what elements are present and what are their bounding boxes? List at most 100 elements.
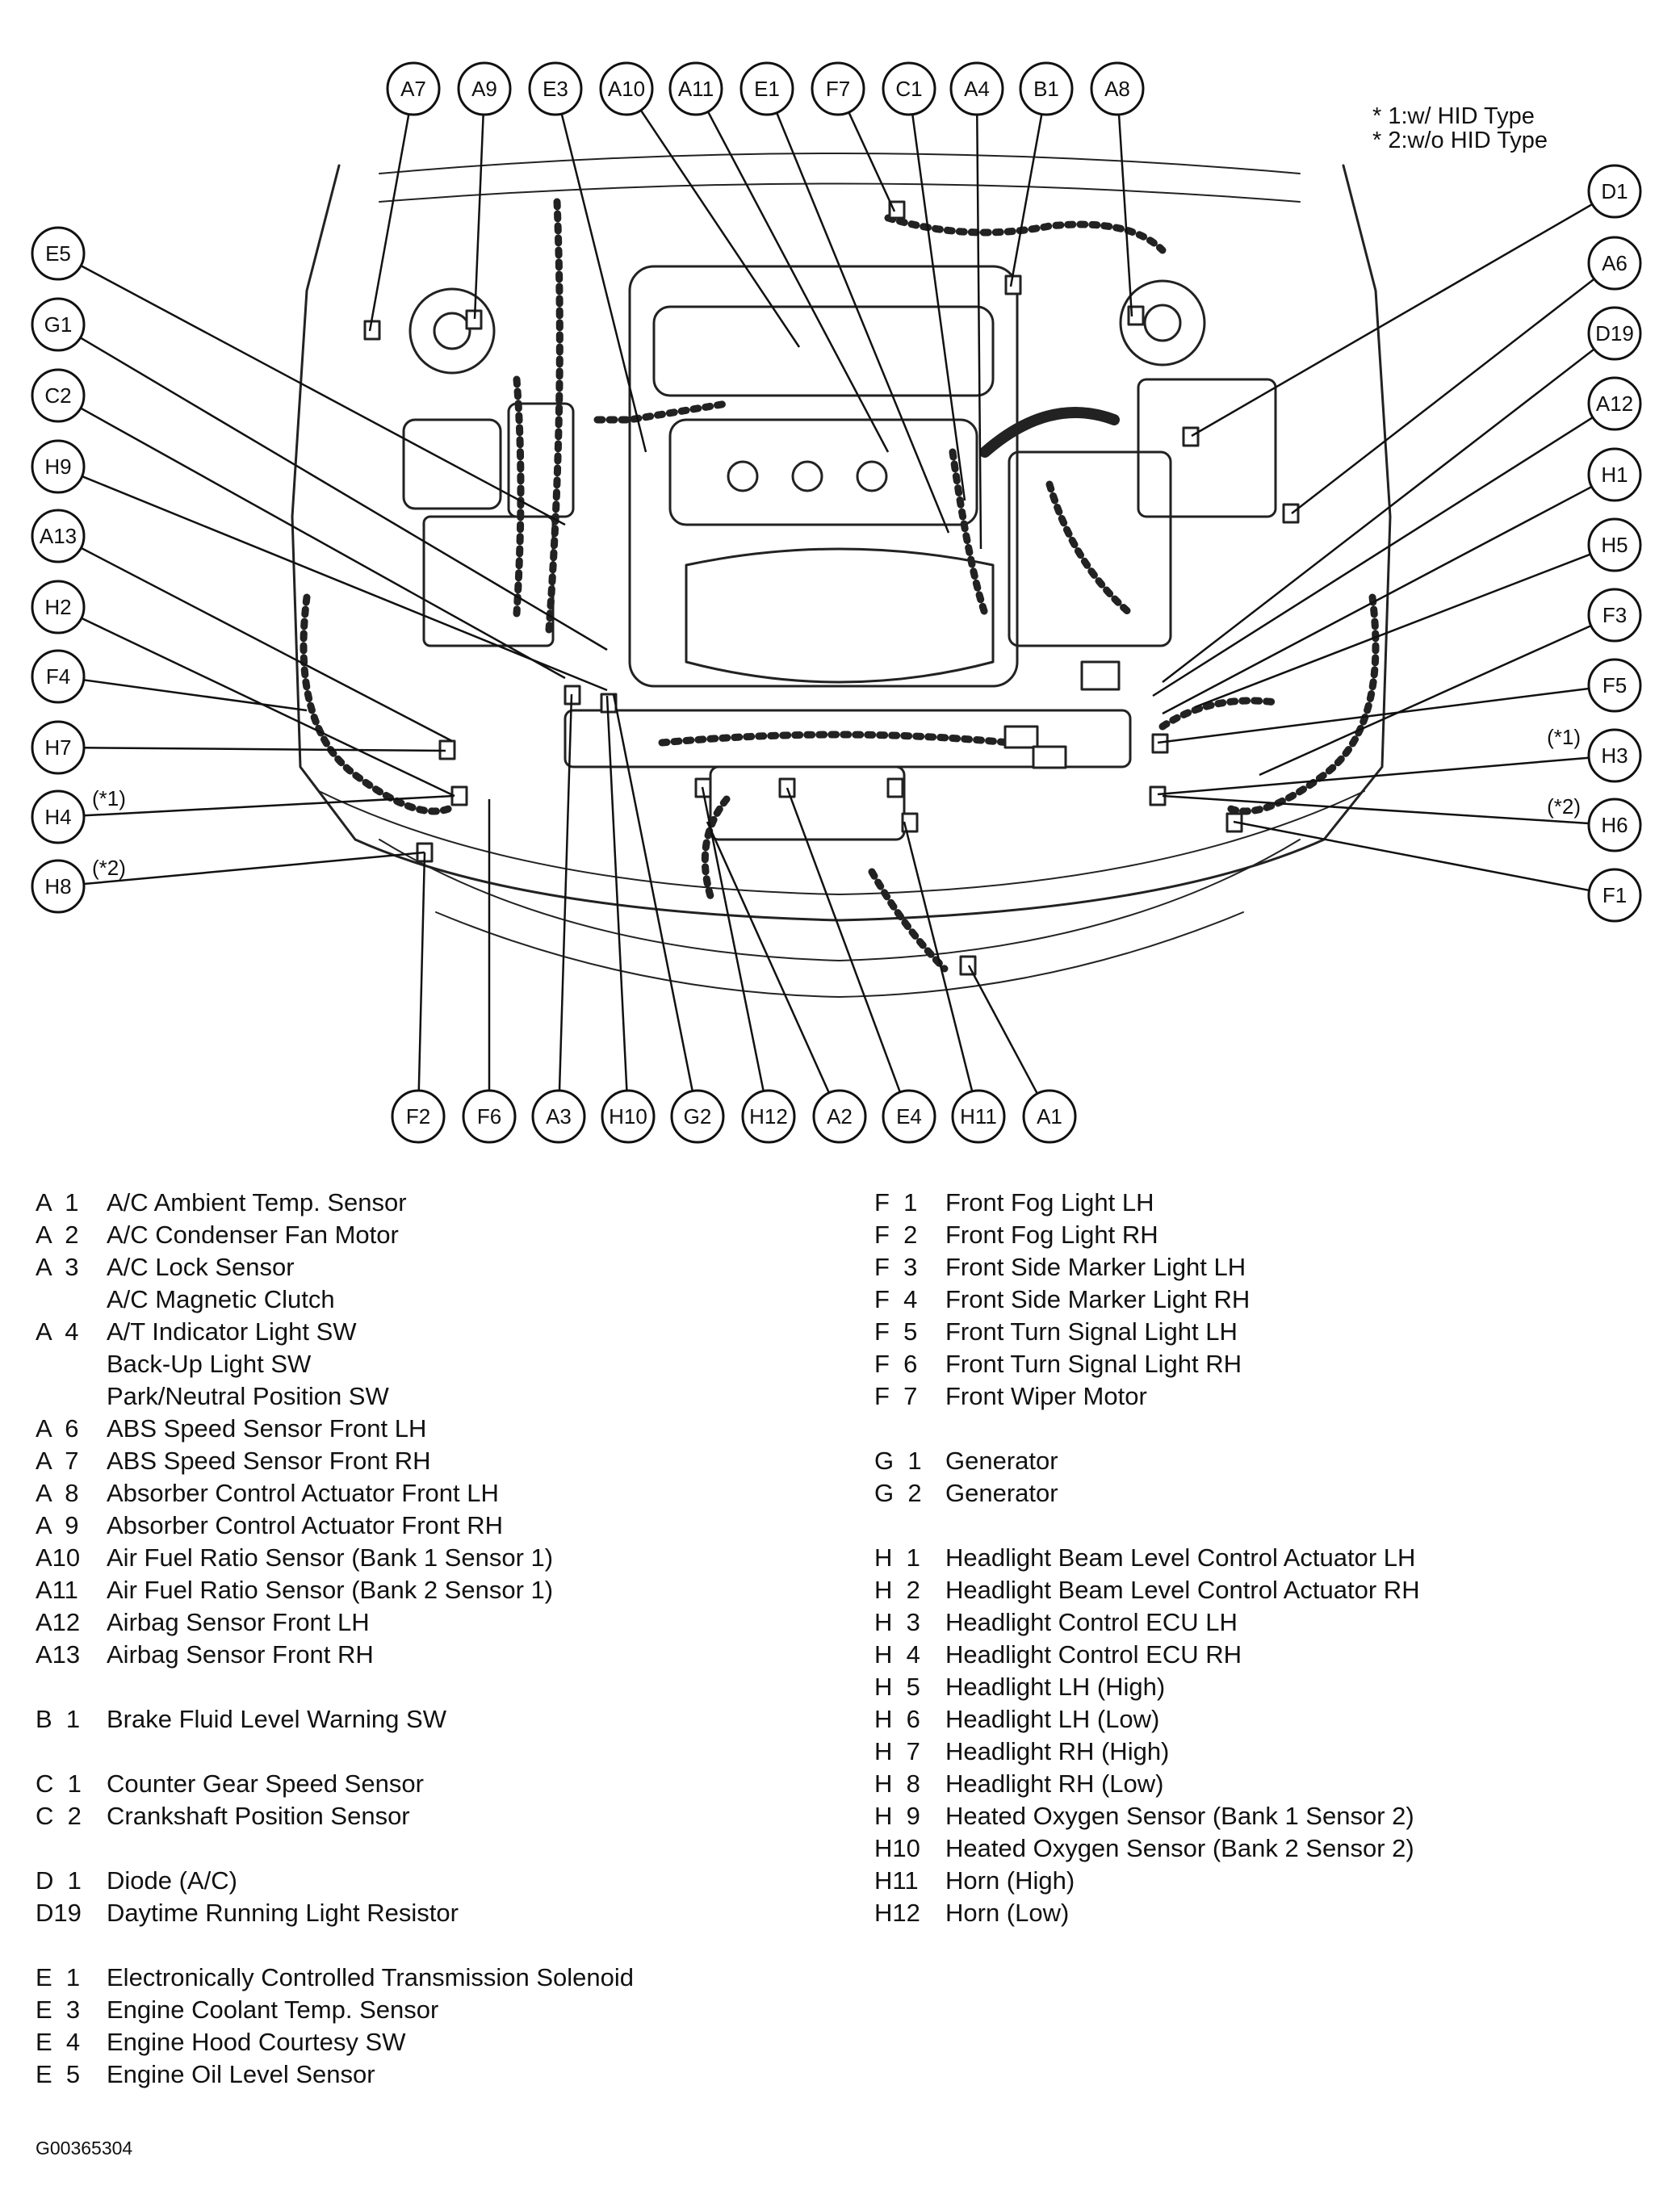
legend-text: Horn (High) (945, 1866, 1075, 1895)
leader-line (786, 787, 902, 1093)
leader-line (1162, 794, 1590, 825)
callout-h9: H9 (31, 439, 608, 692)
callout-e5: E5 (31, 226, 566, 526)
leader-line (83, 679, 308, 712)
callout-label: H2 (44, 595, 71, 619)
callout-circle (531, 1089, 586, 1144)
leader-line (80, 546, 453, 743)
leader-line (1162, 485, 1593, 715)
legend-code: H 4 (874, 1640, 920, 1669)
legend-code: A12 (36, 1608, 81, 1636)
callout-circle (31, 368, 86, 423)
callout-e4: E4 (786, 787, 936, 1144)
leader-line (558, 693, 573, 1091)
callout-circle (1587, 376, 1642, 431)
callout-h7: H7 (31, 720, 446, 775)
legend-item: Back-Up Light SW (36, 1348, 634, 1380)
legend-code (36, 1284, 107, 1316)
legend-code: A 9 (36, 1511, 79, 1539)
callout-label: H4 (44, 805, 71, 829)
legend-text: Headlight RH (Low) (945, 1769, 1164, 1798)
callout-h10: H10 (601, 695, 656, 1144)
callout-a1: A1 (967, 965, 1077, 1144)
legend-text: Engine Coolant Temp. Sensor (107, 1995, 439, 2024)
callout-a10: A10 (599, 61, 801, 348)
callout-a8: A8 (1090, 61, 1145, 317)
callout-label: H11 (960, 1104, 997, 1129)
callout-circle (1587, 164, 1642, 219)
legend-code: H 9 (874, 1802, 920, 1830)
callout-note: (*1) (92, 786, 126, 810)
callout-circle (670, 1089, 725, 1144)
legend-code: A11 (36, 1576, 78, 1604)
legend-code: A 4 (36, 1317, 79, 1346)
callout-a7: A7 (368, 61, 441, 332)
legend-text: Heated Oxygen Sensor (Bank 2 Sensor 2) (945, 1834, 1414, 1862)
callout-circle (31, 789, 86, 844)
callout-c2: C2 (31, 368, 566, 680)
callout-label: F7 (826, 77, 850, 101)
leader-line (1152, 417, 1594, 697)
callout-label: G2 (684, 1104, 712, 1129)
callout-a4: A4 (949, 61, 1004, 550)
legend-item: H 4 Headlight Control ECU RH (874, 1639, 1420, 1671)
callout-a6: A6 (1291, 236, 1642, 514)
callout-circle (1022, 1089, 1077, 1144)
leader-line (83, 851, 425, 886)
leader-line (1259, 624, 1592, 777)
legend-text: Headlight Control ECU RH (945, 1640, 1242, 1669)
callout-circle (528, 61, 583, 116)
callout-label: H3 (1601, 743, 1628, 768)
engine-bay-illustration (291, 153, 1392, 998)
legend-text: Headlight Beam Level Control Actuator RH (945, 1576, 1420, 1604)
callout-label: D1 (1601, 179, 1628, 203)
leader-line (1233, 820, 1590, 892)
legend-text: Headlight Control ECU LH (945, 1608, 1238, 1636)
leader-line (80, 407, 566, 680)
legend-code: E 5 (36, 2060, 81, 2088)
legend-code: D 1 (36, 1866, 82, 1895)
leader-line (1162, 348, 1595, 683)
legend-code: F 6 (874, 1350, 918, 1378)
image-code: G00365304 (36, 2138, 133, 2159)
callout-label: F2 (406, 1104, 430, 1129)
leader-line (79, 337, 608, 651)
legend-text: Headlight LH (High) (945, 1673, 1166, 1701)
callout-b1: B1 (1009, 61, 1074, 287)
callout-label: E5 (45, 241, 71, 266)
legend-item: A/C Magnetic Clutch (36, 1284, 634, 1316)
legend-text: Front Side Marker Light RH (945, 1285, 1251, 1313)
callout-label: A11 (678, 77, 714, 101)
legend-code: D19 (36, 1899, 82, 1927)
callout-a13: A13 (31, 509, 453, 743)
legend-text: Front Turn Signal Light RH (945, 1350, 1242, 1378)
callout-circle (1090, 61, 1145, 116)
callout-label: A6 (1602, 251, 1628, 275)
leader-line (775, 112, 950, 534)
legend-spacer (36, 1832, 634, 1865)
callout-label: H5 (1601, 533, 1628, 557)
callout-f4: F4 (31, 649, 308, 712)
callout-note: (*2) (92, 856, 126, 880)
callout-label: G1 (44, 312, 73, 337)
callout-label: H12 (749, 1104, 788, 1129)
leader-line (81, 617, 455, 798)
legend-code: H 1 (874, 1543, 920, 1572)
callout-label: H7 (44, 735, 71, 760)
callout-d19: D19 (1162, 306, 1642, 683)
callout-label: E3 (543, 77, 568, 101)
legend-code: A 6 (36, 1414, 79, 1443)
callout-label: B1 (1033, 77, 1059, 101)
leader-line (417, 852, 426, 1091)
leader-line (83, 747, 446, 752)
callout-circle (1019, 61, 1074, 116)
